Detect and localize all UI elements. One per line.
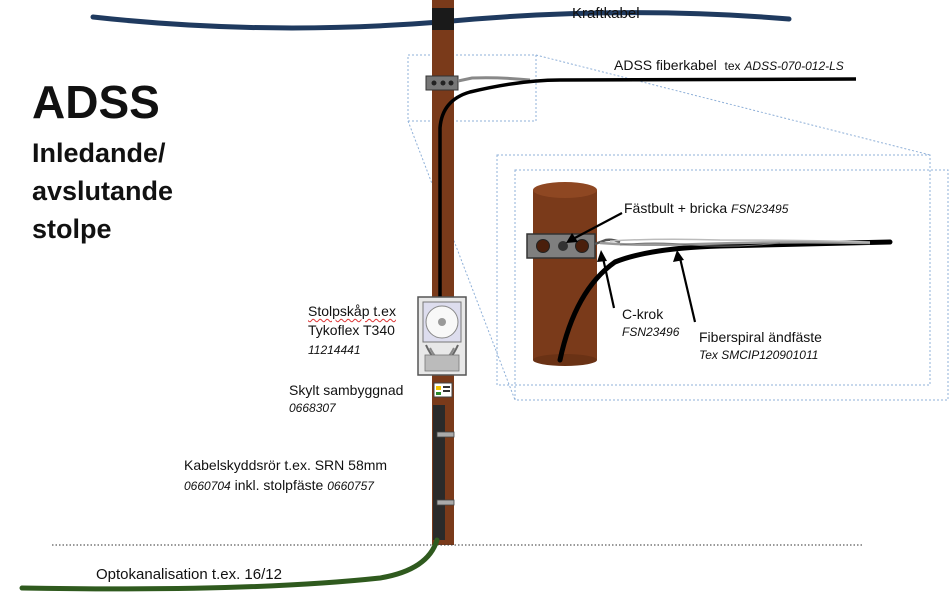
tube-clamp-top — [436, 431, 455, 438]
label-ckrok-code: FSN23496 — [622, 325, 680, 339]
detail-frame-inner — [514, 169, 949, 401]
subtitle-line-1: Inledande/ — [32, 138, 166, 168]
fastbult-code: FSN23495 — [731, 202, 789, 216]
adss-fiber-tex: tex — [724, 59, 741, 73]
detail-zoom-small-frame — [407, 54, 537, 122]
pole-cap-icon — [432, 8, 454, 30]
label-optokanal: Optokanalisation t.ex. 16/12 — [96, 566, 282, 583]
detail-fiber-cable — [557, 239, 893, 363]
cable-protection-tube — [433, 405, 445, 540]
label-kabelskydd-1: Kabelskyddsrör t.ex. SRN 58mm — [184, 457, 388, 473]
label-stolpskap-2: Tykoflex T340 — [308, 322, 395, 338]
arrow-fastbult — [570, 212, 623, 241]
label-adss-fiber: ADSS fiberkabel tex ADSS-070-012-LS — [614, 57, 844, 75]
bolt-hole-right — [575, 239, 589, 253]
tube-clamp-bottom — [436, 499, 455, 506]
label-ckrok: C-krok — [622, 306, 664, 322]
opto-duct — [19, 537, 440, 592]
kabelskydd-code1: 0660704 — [184, 479, 231, 493]
adss-fiber-name: ADSS fiberkabel — [614, 57, 717, 73]
label-fastbult: Fästbult + bricka FSN23495 — [624, 200, 788, 218]
bolt-hole-center — [558, 241, 568, 251]
warning-sign-icon — [433, 382, 453, 398]
detail-zoom-line-bottom — [407, 120, 516, 401]
label-fiberspiral: Fiberspiral ändfäste — [699, 329, 822, 345]
adss-fiber-cable — [438, 77, 857, 340]
page-title: ADSS — [32, 76, 160, 128]
label-skylt: Skylt sambyggnad — [289, 382, 404, 398]
label-fiberspiral-code: Tex SMCIP120901011 — [699, 348, 819, 362]
bolt-hole-left — [536, 239, 550, 253]
arrow-ckrok — [601, 257, 616, 309]
page-subtitle: Inledande/ avslutande stolpe — [32, 134, 232, 248]
subtitle-line-3: stolpe — [32, 214, 112, 244]
label-kraftkabel: Kraftkabel — [572, 5, 640, 22]
arrow-fiberspiral — [678, 257, 697, 323]
spiral-small — [457, 76, 531, 83]
subtitle-line-2: avslutande — [32, 176, 174, 206]
fastbult-name: Fästbult + bricka — [624, 200, 728, 216]
pole-cabinet-icon — [417, 296, 467, 376]
stolpskap-line1: Stolpskåp t.ex — [308, 303, 396, 319]
adss-fiber-code: ADSS-070-012-LS — [744, 59, 844, 73]
label-stolpskap-1: Stolpskåp t.ex — [308, 303, 396, 320]
kabelskydd-code2: 0660757 — [327, 479, 374, 493]
label-stolpskap-code: 11214441 — [308, 343, 361, 357]
kabelskydd-mid: inkl. stolpfäste — [234, 477, 324, 493]
label-kabelskydd-2: 0660704 inkl. stolpfäste 0660757 — [184, 477, 374, 495]
detail-pole — [533, 182, 597, 366]
detail-frame-outer — [496, 154, 931, 386]
label-skylt-code: 0668307 — [289, 401, 336, 415]
c-hook — [594, 238, 621, 246]
